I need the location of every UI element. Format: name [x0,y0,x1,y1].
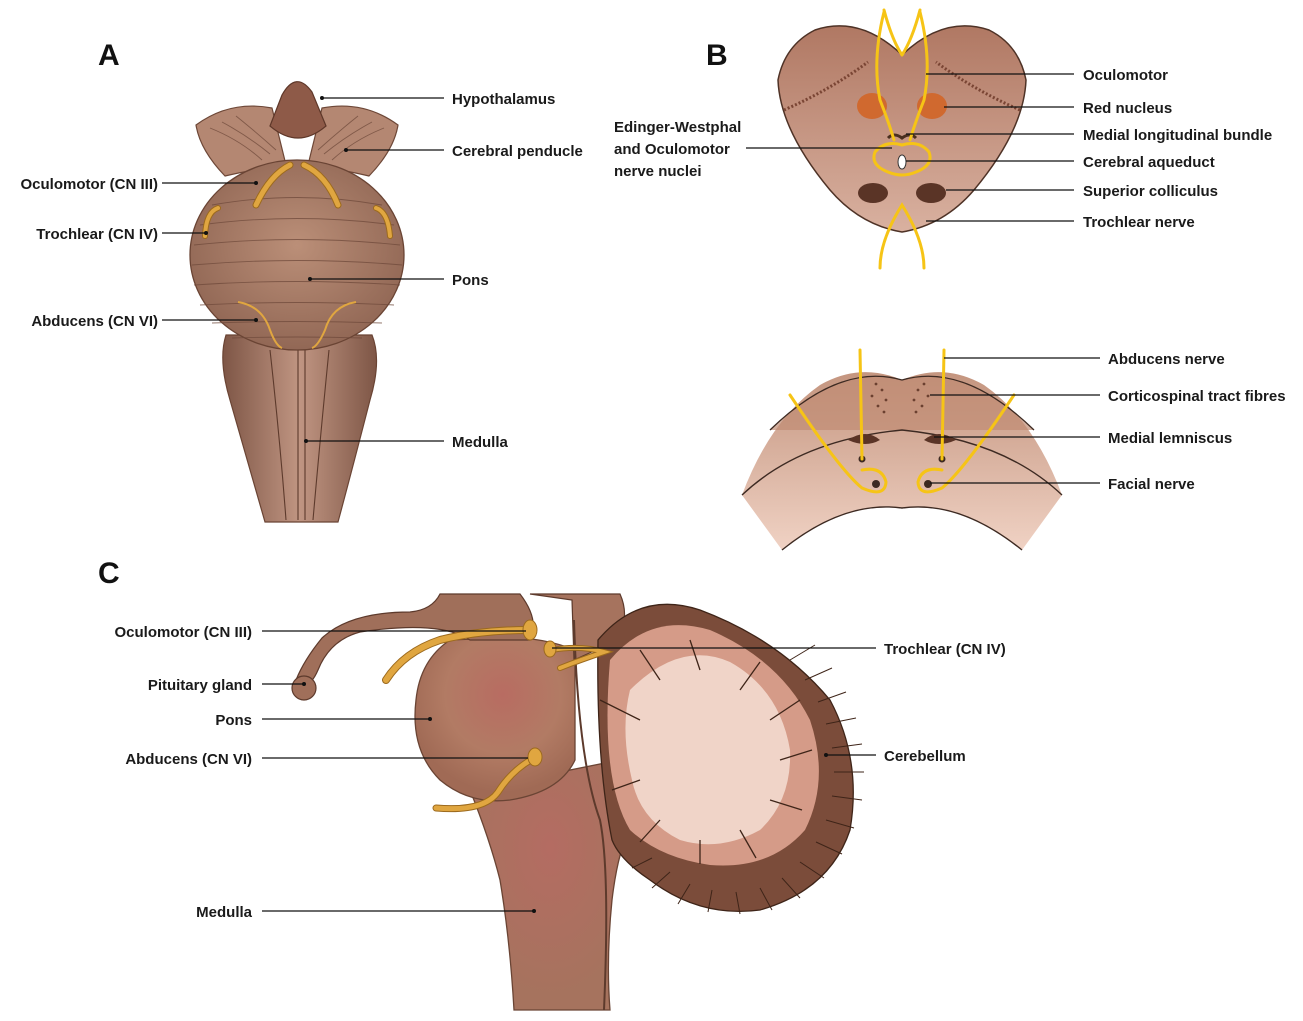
label-hypothalamus: Hypothalamus [452,91,555,108]
label-trochlear-nerve: Trochlear nerve [1083,214,1195,231]
pons-section-illustration [742,350,1062,550]
medulla-shape-a [223,335,377,522]
label-superior-colliculus: Superior colliculus [1083,183,1218,200]
midbrain-section-illustration [778,10,1026,268]
label-medulla-a: Medulla [452,434,508,451]
hypothalamus-shape [270,82,326,138]
label-trochlear-c: Trochlear (CN IV) [884,641,1006,658]
cerebral-aqueduct-shape [898,155,906,169]
label-oculomotor-c: Oculomotor (CN III) [115,624,253,641]
label-oculomotor-a: Oculomotor (CN III) [21,176,159,193]
label-medial-longitudinal-bundle: Medial longitudinal bundle [1083,127,1272,144]
label-medulla-c: Medulla [196,904,252,921]
label-corticospinal: Corticospinal tract fibres [1108,388,1286,405]
label-oculomotor-b: Oculomotor [1083,67,1168,84]
panel-c-letter: C [98,557,120,590]
label-cerebral-aqueduct: Cerebral aqueduct [1083,154,1215,171]
label-abducens-c: Abducens (CN VI) [125,751,252,768]
label-edinger-line1: Edinger-Westphal [614,119,741,136]
panel-b: B Oculomotor Red nucleus [614,10,1286,550]
panel-a-letter: A [98,39,120,72]
label-pons-c: Pons [215,712,252,729]
label-cerebellum: Cerebellum [884,748,966,765]
label-abducens-a: Abducens (CN VI) [31,313,158,330]
label-abducens-nerve: Abducens nerve [1108,351,1225,368]
label-cerebral-penducle: Cerebral penducle [452,143,583,160]
label-facial-nerve: Facial nerve [1108,476,1195,493]
label-red-nucleus: Red nucleus [1083,100,1172,117]
panel-c: C [98,557,1006,1010]
sagittal-brainstem-illustration [292,594,864,1010]
pituitary-shape [292,676,316,700]
label-medial-lemniscus: Medial lemniscus [1108,430,1232,447]
panel-a: A [21,39,583,522]
panel-b-letter: B [706,39,728,72]
label-pituitary-gland: Pituitary gland [148,677,252,694]
label-edinger-line3: nerve nuclei [614,163,702,180]
label-trochlear-a: Trochlear (CN IV) [36,226,158,243]
panel-a-brainstem-illustration [190,82,404,522]
label-edinger-line2: and Oculomotor [614,141,730,158]
label-pons-a: Pons [452,272,489,289]
